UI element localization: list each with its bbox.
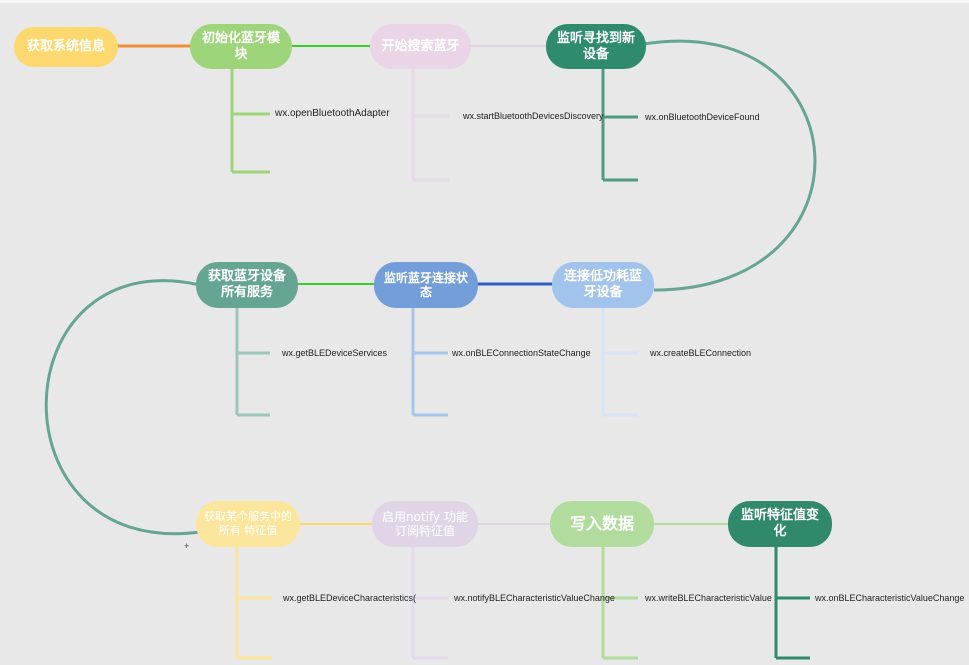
node-write-data: 写入数据	[550, 501, 654, 547]
top-edge	[0, 0, 969, 3]
node-get-services: 获取蓝牙设备 所有服务	[196, 262, 298, 308]
api-create-connection: wx.createBLEConnection	[650, 348, 752, 358]
node-create-connection: 连接低功耗蓝 牙设备	[552, 262, 654, 308]
node-init-bluetooth: 初始化蓝牙模 块	[190, 24, 292, 69]
bracket-n2	[230, 69, 270, 174]
node-value-change: 监听特征值变 化	[728, 501, 832, 547]
bracket-n3	[411, 69, 450, 182]
node-get-characteristics: 获取某个服务中的 所有 特征值	[196, 501, 300, 547]
bracket-n9	[411, 547, 448, 660]
node-start-discovery: 开始搜索蓝牙	[370, 24, 471, 69]
api-connection-state: wx.onBLEConnectionStateChange	[452, 348, 591, 358]
bracket-n8	[235, 547, 272, 660]
api-write-value: wx.writeBLECharacteristicValue	[645, 593, 772, 603]
api-start-discovery: wx.startBluetoothDevicesDiscovery	[463, 111, 604, 121]
api-get-services: wx.getBLEDeviceServices	[282, 348, 388, 358]
api-value-change: wx.onBLECharacteristicValueChange	[815, 593, 965, 603]
stray-mark: +	[184, 541, 190, 551]
node-connection-state: 监听蓝牙连接状态	[374, 262, 478, 308]
api-device-found: wx.onBluetoothDeviceFound	[645, 112, 760, 122]
api-notify: wx.notifyBLECharacteristicValueChange	[454, 593, 615, 603]
bracket-n5	[601, 308, 638, 417]
bracket-n4	[601, 69, 638, 182]
curve-n7-n8	[44, 279, 201, 536]
curve-n4-n5	[643, 39, 817, 292]
api-get-characteristics: wx.getBLEDeviceCharacteristics(	[283, 593, 417, 603]
api-open-adapter: wx.openBluetoothAdapter	[275, 108, 390, 119]
bracket-n6	[411, 308, 448, 417]
node-device-found: 监听寻找到新 设备	[546, 24, 646, 69]
node-notify: 启用notify 功能 订阅特征值	[372, 501, 478, 547]
node-get-system-info: 获取系统信息	[14, 27, 118, 67]
bracket-n7	[235, 308, 270, 417]
bracket-n10	[601, 547, 638, 660]
bracket-n11	[774, 547, 810, 660]
